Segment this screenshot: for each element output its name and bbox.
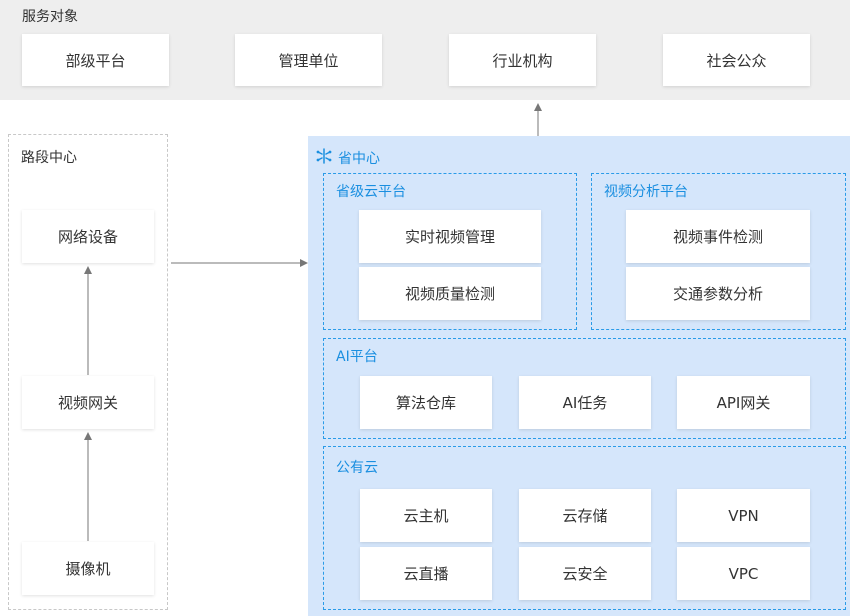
video-analysis-title: 视频分析平台 (604, 184, 688, 200)
cloud-platform-title: 省级云平台 (336, 184, 406, 200)
service-item-ministry[interactable]: 部级平台 (22, 34, 169, 86)
video-gateway-node[interactable]: 视频网关 (22, 376, 154, 429)
service-item-public[interactable]: 社会公众 (663, 34, 810, 86)
video-analysis-panel: 视频分析平台 (591, 173, 846, 330)
ai-platform-panel: AI平台 (323, 338, 846, 439)
cloud-security[interactable]: 云安全 (519, 547, 651, 600)
cloud-storage[interactable]: 云存储 (519, 489, 651, 542)
vpn[interactable]: VPN (677, 489, 810, 542)
cloud-live[interactable]: 云直播 (360, 547, 492, 600)
api-gateway[interactable]: API网关 (677, 376, 810, 429)
public-cloud-panel: 公有云 (323, 446, 846, 610)
network-nodes-icon (316, 148, 332, 164)
road-center-title: 路段中心 (21, 150, 77, 166)
service-item-management[interactable]: 管理单位 (235, 34, 382, 86)
realtime-video-management[interactable]: 实时视频管理 (359, 210, 541, 263)
service-band: 服务对象 部级平台 管理单位 行业机构 社会公众 (0, 0, 850, 100)
ai-task[interactable]: AI任务 (519, 376, 651, 429)
ai-platform-title: AI平台 (336, 349, 378, 365)
road-center-panel: 路段中心 (8, 134, 168, 610)
network-device-node[interactable]: 网络设备 (22, 210, 154, 263)
video-event-detection[interactable]: 视频事件检测 (626, 210, 810, 263)
traffic-parameter-analysis[interactable]: 交通参数分析 (626, 267, 810, 320)
cloud-host[interactable]: 云主机 (360, 489, 492, 542)
province-center-title: 省中心 (338, 151, 380, 167)
vpc[interactable]: VPC (677, 547, 810, 600)
service-title: 服务对象 (22, 9, 78, 25)
service-item-industry[interactable]: 行业机构 (449, 34, 596, 86)
video-quality-detection[interactable]: 视频质量检测 (359, 267, 541, 320)
algorithm-repository[interactable]: 算法仓库 (360, 376, 492, 429)
cloud-platform-panel: 省级云平台 (323, 173, 577, 330)
public-cloud-title: 公有云 (336, 460, 378, 476)
camera-node[interactable]: 摄像机 (22, 542, 154, 595)
